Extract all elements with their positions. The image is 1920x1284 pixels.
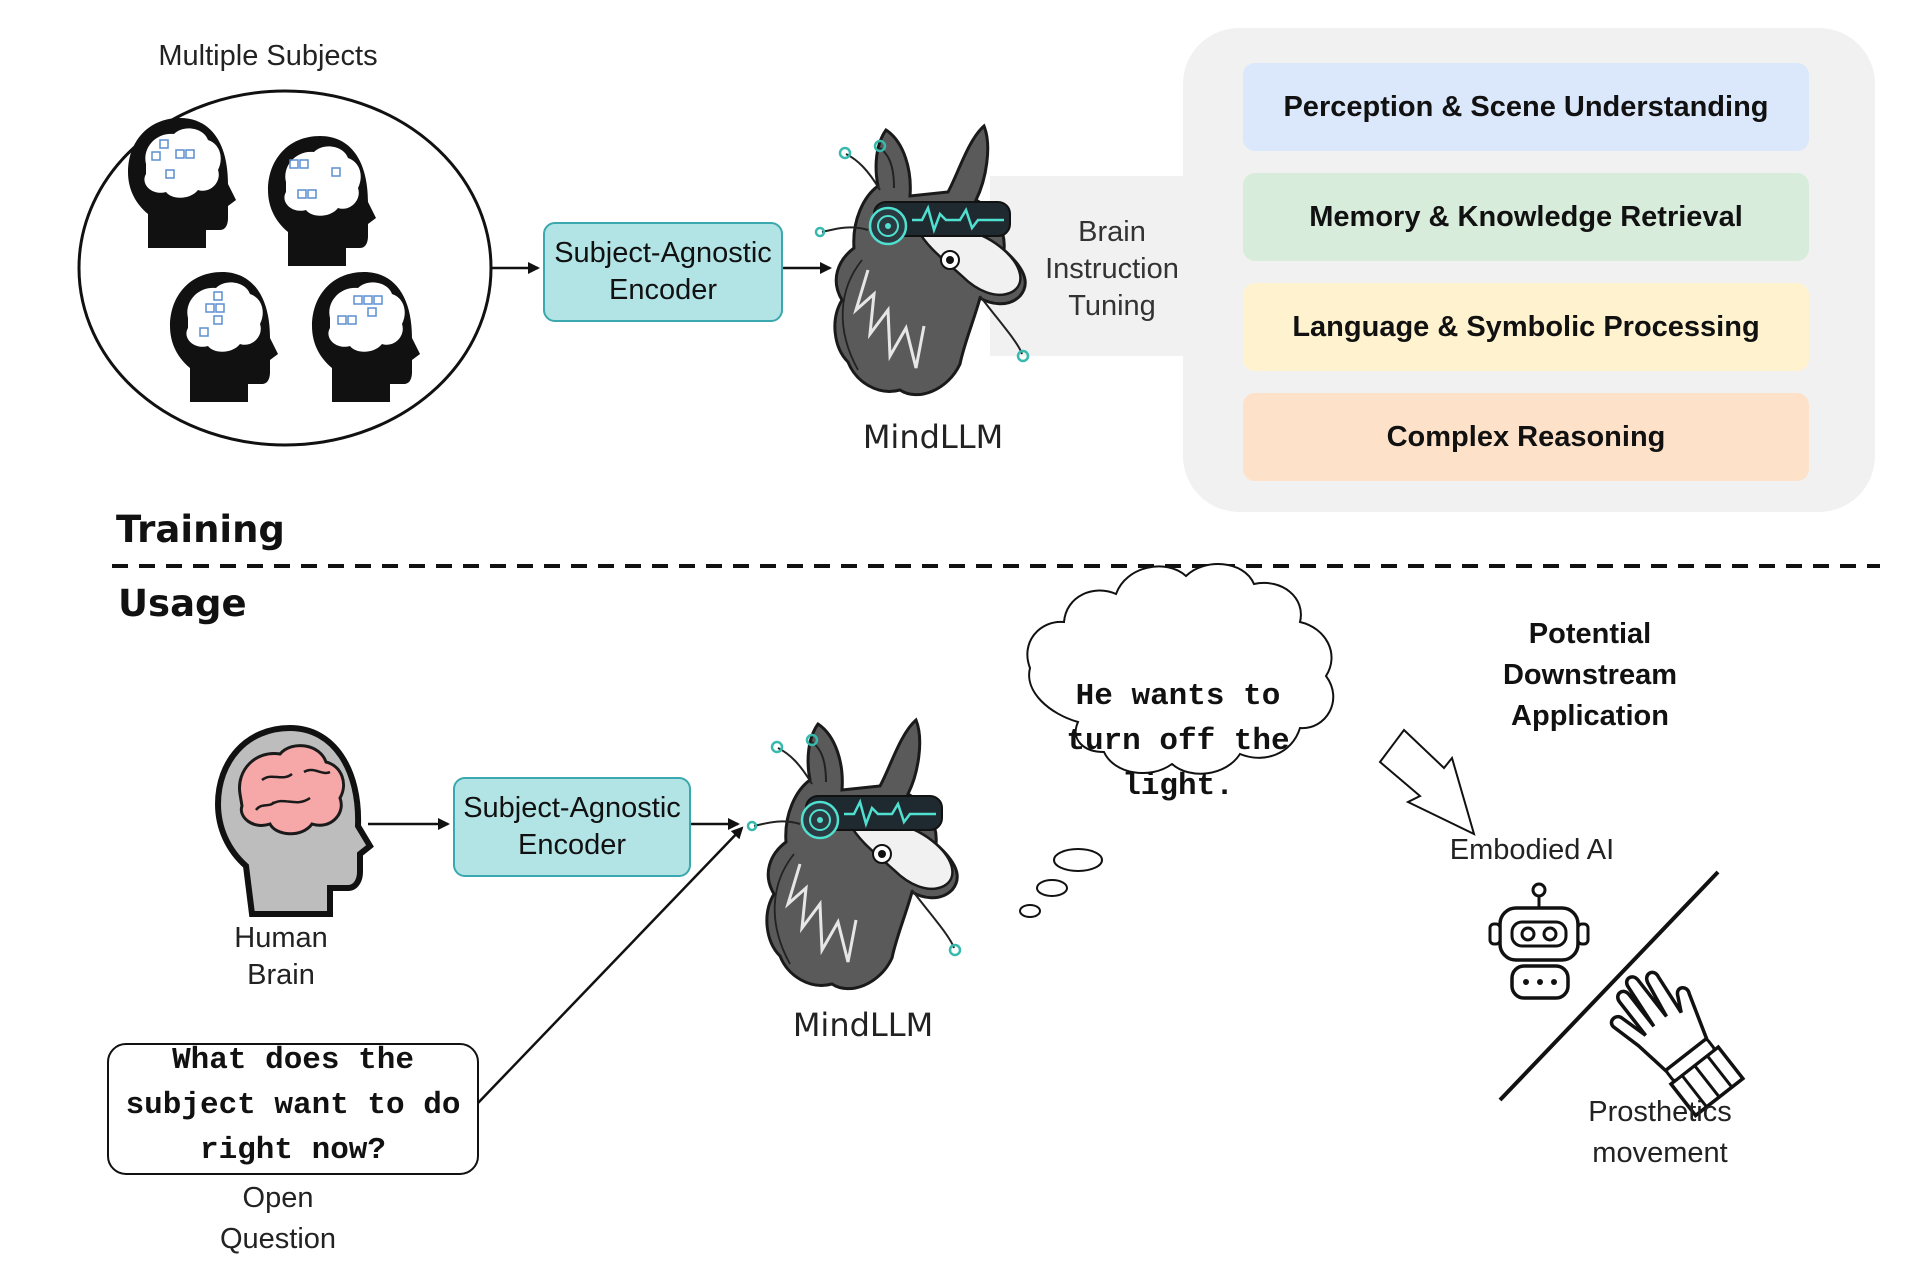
thought-bubble-icon (1019, 563, 1335, 918)
task-memory: Memory & Knowledge Retrieval (1243, 173, 1809, 261)
subject-head-icon (128, 118, 236, 248)
usage-section-label: Usage (118, 582, 247, 625)
training-section-label: Training (116, 508, 285, 551)
usage-encoder-label: Subject-Agnostic Encoder (463, 792, 681, 861)
tuning-band (990, 176, 1190, 356)
brain-label: Human Brain (234, 922, 328, 991)
arrow-question-to-model (477, 826, 744, 1104)
question-text: What does the subject want to do right n… (125, 1043, 461, 1168)
question-box (107, 1043, 479, 1175)
llama-icon (746, 717, 962, 991)
training-model-label: MindLLM (862, 418, 1004, 456)
usage-encoder-box: Subject-Agnostic Encoder (453, 777, 691, 877)
tuning-label: Brain Instruction Tuning (1045, 216, 1179, 322)
downstream-title: Potential Downstream Application (1502, 618, 1678, 732)
usage-model-label: MindLLM (792, 1006, 934, 1044)
robot-icon (1488, 882, 1590, 1000)
subject-head-icon (170, 272, 278, 402)
subject-head-icon (312, 272, 420, 402)
application-separator (1498, 870, 1720, 1102)
task-reasoning: Complex Reasoning (1243, 393, 1809, 481)
task-perception: Perception & Scene Understanding (1243, 63, 1809, 151)
prosthetic-arm-icon (1609, 970, 1746, 1118)
embodied-label: Embodied AI (1449, 834, 1615, 866)
training-encoder-label: Subject-Agnostic Encoder (554, 237, 772, 306)
brain-head-icon (214, 724, 374, 917)
subject-head-icon (268, 136, 376, 266)
task-language: Language & Symbolic Processing (1243, 283, 1809, 371)
question-label: Open Question (219, 1182, 337, 1255)
prosthetics-label: Prosthetics movement (1588, 1096, 1732, 1169)
llama-icon (814, 123, 1030, 397)
training-encoder-box: Subject-Agnostic Encoder (543, 222, 783, 322)
subjects-label: Multiple Subjects (158, 40, 378, 72)
arrow-to-application (1378, 728, 1476, 836)
thought-text: He wants to turn off the light. (1066, 679, 1290, 804)
